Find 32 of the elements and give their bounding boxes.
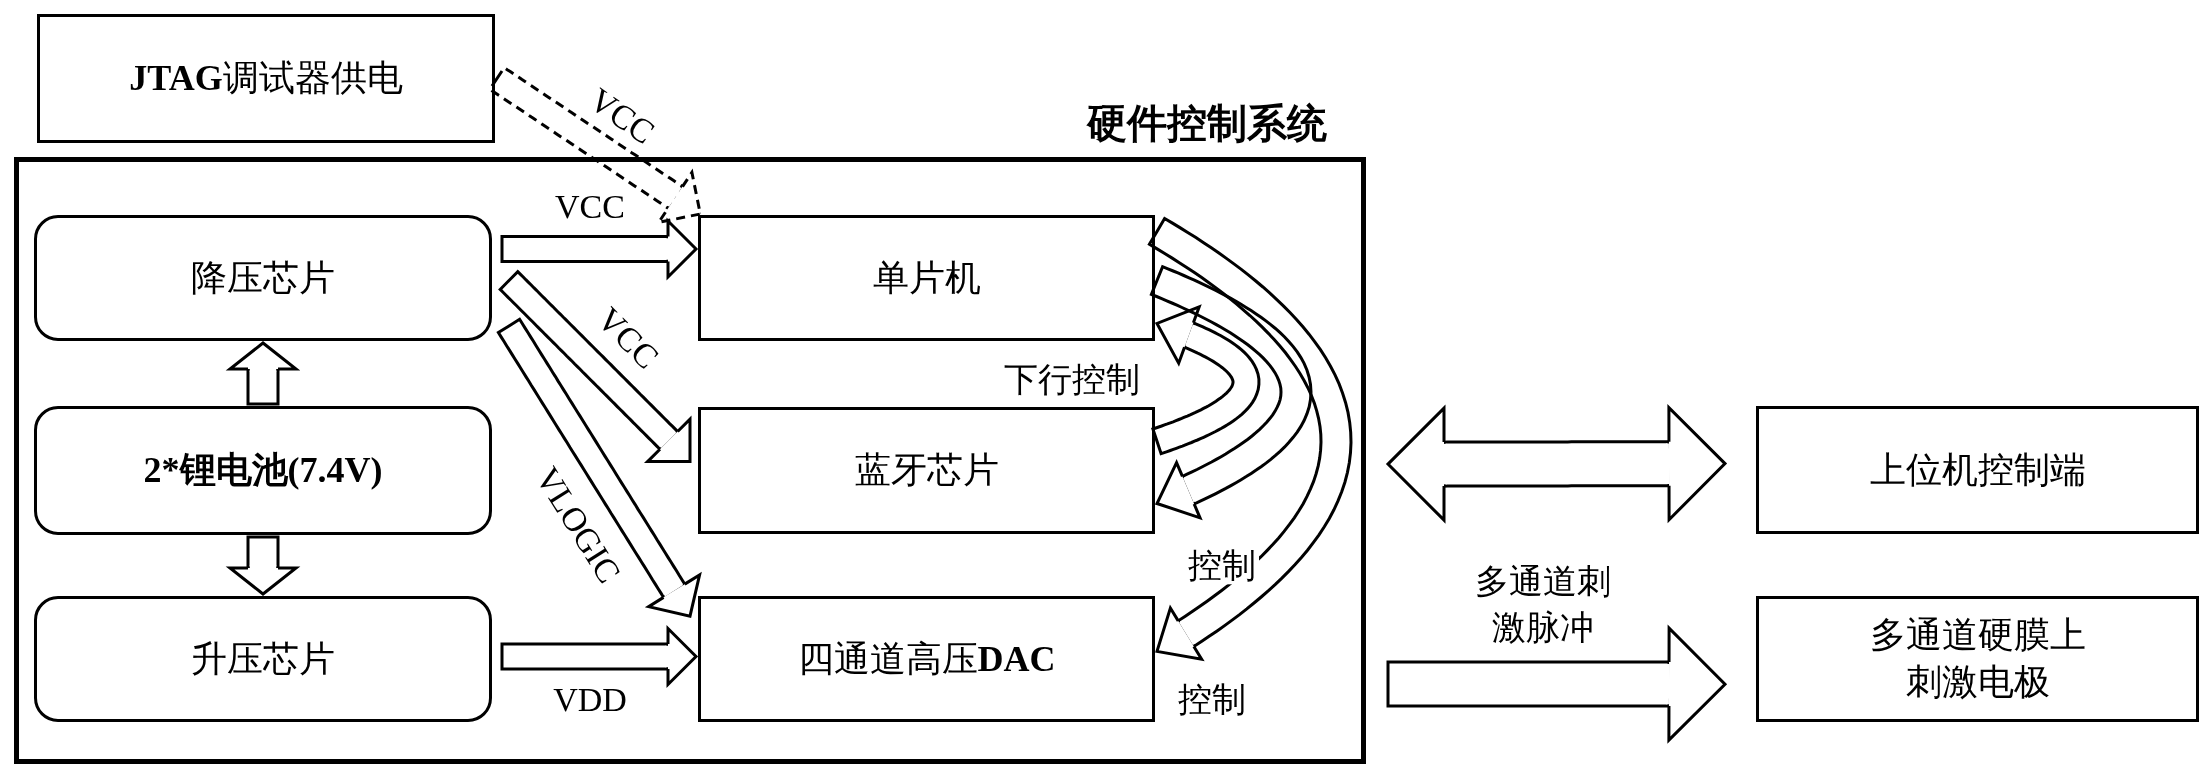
curved-block-arrow: [1151, 305, 1261, 456]
box-label: 蓝牙芯片: [854, 449, 999, 493]
module-box: [698, 215, 1155, 341]
edge-label: 多通道刺激脉冲: [1474, 562, 1612, 648]
box-label: 上位机控制端: [1869, 448, 2086, 492]
box-label: 四通道高压DAC: [797, 637, 1056, 681]
block-arrow: [228, 341, 298, 406]
power-box: [37, 14, 495, 143]
module-box: [698, 596, 1155, 722]
module-box: [34, 215, 492, 341]
box-label: 单片机: [872, 256, 981, 300]
terminal-box: [1756, 406, 2199, 534]
module-box: [34, 406, 492, 535]
frame-title: 硬件控制系统: [1087, 100, 1327, 148]
block-arrow: [1386, 406, 1727, 522]
block-arrow: [496, 317, 702, 618]
block-arrow: [500, 219, 698, 279]
box-label: 升压芯片: [191, 637, 335, 681]
box-label: 多通道硬膜上刺激电极: [1868, 614, 2087, 704]
edge-label: 控制: [1185, 547, 1259, 585]
electrode-box: [1756, 596, 2199, 722]
block-arrow: [228, 535, 298, 596]
module-box: [34, 596, 492, 722]
box-label: JTAG调试器供电: [129, 57, 403, 101]
box-label: 降压芯片: [191, 256, 335, 300]
block-arrow: [498, 269, 692, 464]
block-arrow: [500, 627, 698, 686]
block-arrow: [1386, 626, 1727, 742]
module-box: [698, 407, 1155, 534]
curved-block-arrow: [1149, 264, 1313, 520]
box-label: 2*锂电池(7.4V): [143, 449, 383, 493]
curved-block-arrow: [1147, 216, 1353, 661]
